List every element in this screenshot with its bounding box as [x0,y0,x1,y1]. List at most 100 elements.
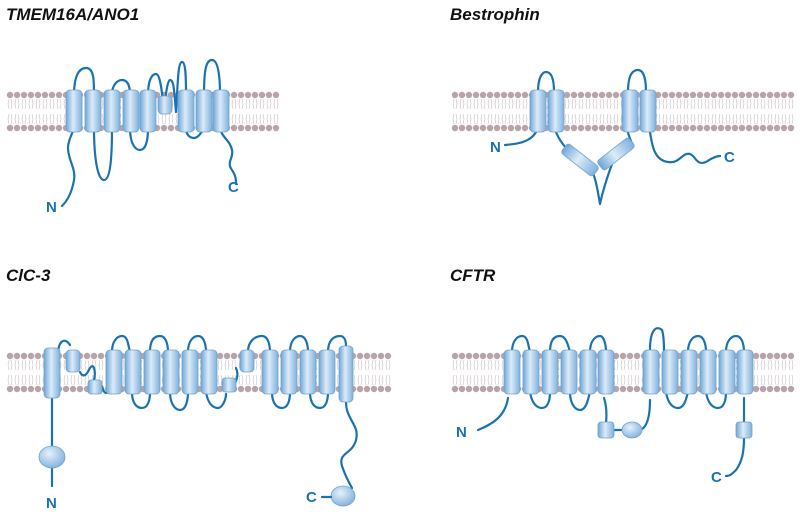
lipid-head [458,352,466,360]
lipid-head [363,385,371,393]
lipid-head [258,91,266,99]
lipid-tail [35,374,41,386]
helix [84,89,102,133]
lipid-tail [522,98,528,110]
lipid-tail [788,98,794,110]
lipid-tail [252,374,258,386]
lipid-tail [767,113,773,125]
lipid-head [752,91,760,99]
lipid-head [689,124,697,132]
lipid-head [451,385,459,393]
helix [299,349,317,395]
lipid-tail [459,374,465,386]
helix [560,349,578,395]
helix [561,143,599,177]
lipid-tail [767,98,773,110]
lipid-head [612,385,620,393]
lipid-tail [767,359,773,371]
lipid-head [612,91,620,99]
lipid-tail [98,359,104,371]
lipid-tail [753,98,759,110]
lipid-head [363,352,371,360]
lipid-head [230,91,238,99]
lipid-tail [466,374,472,386]
lipid-head [230,352,238,360]
lipid-tail [459,113,465,125]
nbd-domain [597,421,615,439]
lipid-head [493,124,501,132]
lipid-head [265,124,273,132]
lipid-tail [774,374,780,386]
lipid-tail [452,374,458,386]
cbs-domain [330,485,356,507]
lipid-head [486,91,494,99]
lipid-tail [781,113,787,125]
lipid-tail [273,98,279,110]
lipid-head [717,91,725,99]
lipid-tail [508,113,514,125]
helix [318,349,336,395]
title-bestrophin: Bestrophin [450,5,540,24]
lipid-tail [238,113,244,125]
lipid-head [48,91,56,99]
lipid-head [619,385,627,393]
lipid-head [465,385,473,393]
lipid-head [13,91,21,99]
lipid-tail [466,359,472,371]
clc3-c-terminus: C [306,489,317,506]
lipid-tail [753,359,759,371]
lipid-tail [739,113,745,125]
lipid-head [521,124,529,132]
lipid-head [633,352,641,360]
lipid-tail [564,98,570,110]
lipid-tail [473,113,479,125]
lipid-head [626,352,634,360]
lipid-tail [788,374,794,386]
lipid-tail [711,98,717,110]
lipid-head [759,124,767,132]
helix [122,89,140,133]
lipid-head [605,91,613,99]
lipid-head [563,91,571,99]
lipid-tail [371,374,377,386]
lipid-tail [56,113,62,125]
lipid-head [626,385,634,393]
lipid-tail [774,359,780,371]
lipid-head [55,124,63,132]
lipid-tail [84,359,90,371]
lipid-head [370,385,378,393]
lipid-tail [690,98,696,110]
lipid-tail [690,113,696,125]
lipid-head [745,91,753,99]
lipid-head [759,385,767,393]
lipid-head [244,91,252,99]
lipid-tail [767,374,773,386]
lipid-tail [788,359,794,371]
lipid-head [773,352,781,360]
lipid-tail [357,374,363,386]
lipid-head [661,91,669,99]
lipid-head [6,124,14,132]
helix [139,89,157,133]
lipid-head [451,124,459,132]
lipid-head [507,91,515,99]
cbs-domain [38,445,66,469]
lipid-tail [508,98,514,110]
lipid-tail [592,98,598,110]
lipid-head [766,91,774,99]
lipid-tail [7,359,13,371]
lipid-tail [466,98,472,110]
lipid-head [272,91,280,99]
lipid-head [717,124,725,132]
helix [124,349,142,395]
helix [65,89,83,133]
lipid-head [472,385,480,393]
lipid-tail [571,98,577,110]
helix [621,89,639,133]
lipid-head [465,91,473,99]
lipid-head [612,352,620,360]
lipid-head [90,352,98,360]
helix [212,89,230,133]
lipid-head [230,124,238,132]
lipid-tail [788,113,794,125]
